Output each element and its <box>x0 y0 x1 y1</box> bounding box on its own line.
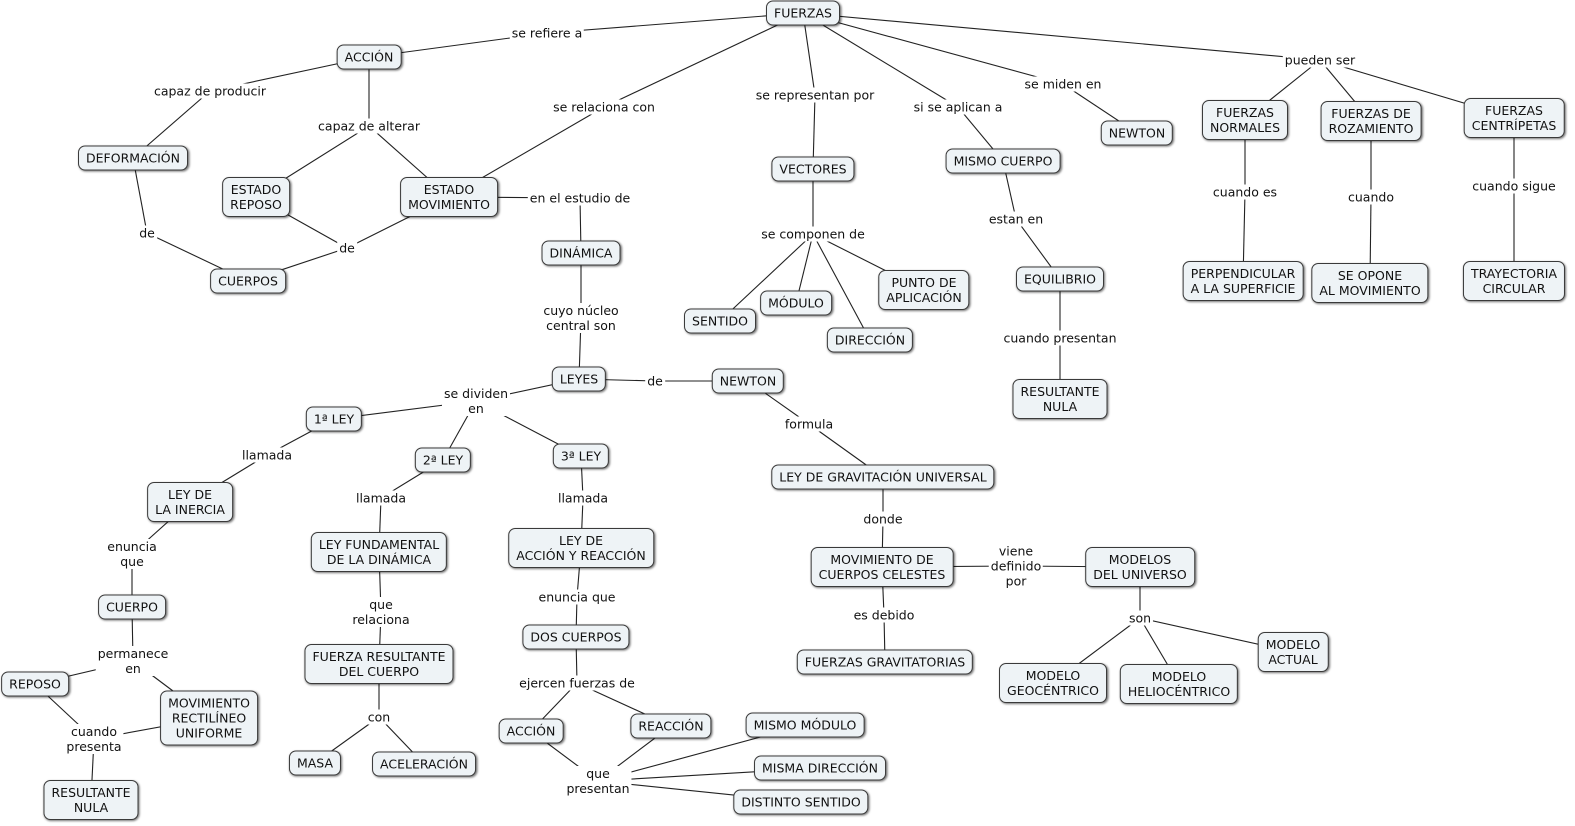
concept-fuerzas[interactable]: FUERZAS <box>766 0 840 26</box>
concept-ley-gravitacion[interactable]: LEY DE GRAVITACIÓN UNIVERSAL <box>771 464 995 490</box>
concept-resultante-nula-equilibrio[interactable]: RESULTANTE NULA <box>1012 379 1108 419</box>
concept-sentido[interactable]: SENTIDO <box>684 308 756 334</box>
link-es-debido: es debido <box>851 607 917 623</box>
link-cuando-presentan: cuando presentan <box>1001 330 1119 346</box>
connector-fuerzas-se_miden_en <box>802 12 1064 85</box>
link-que-presentan: que presentan <box>564 766 632 796</box>
concept-ley-accion-reaccion[interactable]: LEY DE ACCIÓN Y REACCIÓN <box>508 528 654 568</box>
concept-ley-fundamental[interactable]: LEY FUNDAMENTAL DE LA DINÁMICA <box>310 532 448 572</box>
link-de-estados: de <box>337 240 357 256</box>
link-viene-definido-por: viene definido por <box>988 543 1044 589</box>
concept-estado-reposo[interactable]: ESTADO REPOSO <box>222 177 290 217</box>
concept-ley-inercia[interactable]: LEY DE LA INERCIA <box>147 482 233 522</box>
concept-aceleracion[interactable]: ACELERACIÓN <box>372 751 476 777</box>
concept-segunda-ley[interactable]: 2ª LEY <box>414 447 472 473</box>
concept-deformacion[interactable]: DEFORMACIÓN <box>78 145 188 171</box>
connector-fuerzas-se_relaciona_con <box>603 12 804 108</box>
concept-distinto-sentido[interactable]: DISTINTO SENTIDO <box>733 789 869 815</box>
link-cuyo-nucleo: cuyo núcleo central son <box>541 303 621 333</box>
link-enuncia-que-1: enuncia que <box>105 539 159 569</box>
concept-fuerza-resultante[interactable]: FUERZA RESULTANTE DEL CUERPO <box>304 644 454 684</box>
concept-masa[interactable]: MASA <box>288 750 342 776</box>
link-permanece-en: permanece en <box>95 646 171 676</box>
concept-cuerpos[interactable]: CUERPOS <box>210 268 286 294</box>
concept-newton-unidad[interactable]: NEWTON <box>1100 120 1174 146</box>
concept-modelo-actual[interactable]: MODELO ACTUAL <box>1257 632 1329 672</box>
link-con: con <box>365 709 393 725</box>
concept-leyes[interactable]: LEYES <box>551 366 607 392</box>
concept-fuerzas-gravitatorias[interactable]: FUERZAS GRAVITATORIAS <box>796 649 974 675</box>
concept-resultante-nula[interactable]: RESULTANTE NULA <box>43 780 139 820</box>
link-donde: donde <box>861 511 905 527</box>
link-se-refiere-a: se refiere a <box>509 25 585 41</box>
link-cuando-es: cuando es <box>1210 184 1280 200</box>
concept-punto-aplicacion[interactable]: PUNTO DE APLICACIÓN <box>878 270 970 310</box>
concept-modelo-geocentrico[interactable]: MODELO GEOCÉNTRICO <box>999 663 1107 703</box>
concept-dos-cuerpos[interactable]: DOS CUERPOS <box>522 624 630 650</box>
concept-mismo-cuerpo[interactable]: MISMO CUERPO <box>945 148 1061 174</box>
link-se-dividen-en: se dividen en <box>441 386 511 416</box>
link-si-se-aplican-a: si se aplican a <box>911 99 1005 115</box>
concept-movimiento-celestes[interactable]: MOVIMIENTO DE CUERPOS CELESTES <box>810 547 954 587</box>
connector-fuerzas-si_se_aplican_a <box>802 12 959 108</box>
concept-fuerzas-normales[interactable]: FUERZAS NORMALES <box>1201 100 1289 140</box>
concept-trayectoria-circular[interactable]: TRAYECTORIA CIRCULAR <box>1462 261 1566 301</box>
link-llamada-1: llamada <box>239 447 295 463</box>
connector-deformacion-de_left <box>132 157 148 234</box>
concept-reaccion[interactable]: REACCIÓN <box>630 713 712 739</box>
link-llamada-3: llamada <box>555 490 611 506</box>
link-cuando: cuando <box>1346 189 1396 205</box>
concept-estado-movimiento[interactable]: ESTADO MOVIMIENTO <box>400 177 498 217</box>
link-se-componen-de: se componen de <box>759 226 867 242</box>
link-que-relaciona: que relaciona <box>350 597 412 627</box>
link-en-el-estudio-de: en el estudio de <box>527 190 633 206</box>
concept-direccion[interactable]: DIRECCIÓN <box>826 327 914 353</box>
link-de-deformacion: de <box>137 225 157 241</box>
concept-accion[interactable]: ACCIÓN <box>336 44 402 70</box>
connector-se_componen_de-direccion <box>812 233 871 341</box>
link-de-newton: de <box>645 373 665 389</box>
link-son: son <box>1126 610 1154 626</box>
concept-newton[interactable]: NEWTON <box>711 368 785 394</box>
concept-fuerzas-rozamiento[interactable]: FUERZAS DE ROZAMIENTO <box>1320 101 1422 141</box>
concept-mismo-modulo[interactable]: MISMO MÓDULO <box>745 712 865 738</box>
link-formula: formula <box>782 416 836 432</box>
concept-modelo-heliocentrico[interactable]: MODELO HELIOCÉNTRICO <box>1119 664 1239 704</box>
concept-accion-fuerza[interactable]: ACCIÓN <box>498 718 564 744</box>
concept-modelos-universo[interactable]: MODELOS DEL UNIVERSO <box>1085 547 1195 587</box>
link-llamada-2: llamada <box>353 490 409 506</box>
connector-se_componen_de-sentido <box>719 233 814 322</box>
concept-equilibrio[interactable]: EQUILIBRIO <box>1015 266 1105 292</box>
concept-perpendicular[interactable]: PERPENDICULAR A LA SUPERFICIE <box>1182 261 1304 301</box>
link-enuncia-que-3: enuncia que <box>536 589 618 605</box>
concept-dinamica[interactable]: DINÁMICA <box>541 240 621 266</box>
concept-mru[interactable]: MOVIMIENTO RECTILÍNEO UNIFORME <box>160 690 258 746</box>
concept-fuerzas-centripetas[interactable]: FUERZAS CENTRÍPETAS <box>1463 98 1565 138</box>
link-capaz-de-alterar: capaz de alterar <box>316 118 422 134</box>
connector-fuerzas-se_refiere_a <box>546 12 804 34</box>
connector-fuerzas-pueden_ser <box>802 12 1321 61</box>
concept-vectores[interactable]: VECTORES <box>771 156 855 182</box>
link-capaz-de-producir: capaz de producir <box>151 83 269 99</box>
concept-se-opone[interactable]: SE OPONE AL MOVIMIENTO <box>1311 263 1429 303</box>
link-se-miden-en: se miden en <box>1022 76 1104 92</box>
link-ejercen-fuerzas-de: ejercen fuerzas de <box>517 675 637 691</box>
connector-fuerzas-se_representan_por <box>802 12 816 96</box>
link-estan-en: estan en <box>986 211 1046 227</box>
link-pueden-ser: pueden ser <box>1282 52 1358 68</box>
concept-primera-ley[interactable]: 1ª LEY <box>305 406 363 432</box>
concept-modulo[interactable]: MÓDULO <box>760 290 832 316</box>
link-se-relaciona-con: se relaciona con <box>551 99 657 115</box>
concept-tercera-ley[interactable]: 3ª LEY <box>552 443 610 469</box>
link-cuando-sigue: cuando sigue <box>1470 178 1558 194</box>
link-cuando-presenta: cuando presenta <box>64 724 124 754</box>
link-se-representan-por: se representan por <box>753 87 877 103</box>
concept-misma-direccion[interactable]: MISMA DIRECCIÓN <box>754 755 886 781</box>
concept-cuerpo[interactable]: CUERPO <box>98 594 166 620</box>
concept-reposo[interactable]: REPOSO <box>1 671 69 697</box>
